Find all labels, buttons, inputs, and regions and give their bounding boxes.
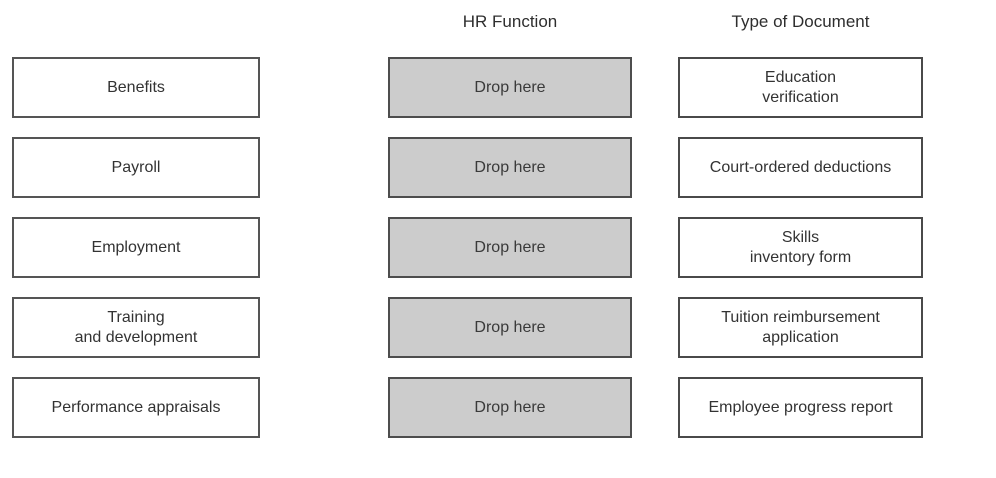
document-item-tuition-reimbursement-application: Tuition reimbursement application xyxy=(678,297,923,358)
column-header-hr-function: HR Function xyxy=(462,12,558,31)
document-item-skills-inventory-form: Skills inventory form xyxy=(678,217,923,278)
drop-zone-3[interactable]: Drop here xyxy=(388,217,632,278)
source-items-column: Benefits Payroll Employment Training and… xyxy=(12,57,260,438)
source-item-training-and-development[interactable]: Training and development xyxy=(12,297,260,358)
document-item-education-verification: Education verification xyxy=(678,57,923,118)
column-header-type-of-document: Type of Document xyxy=(731,12,870,31)
document-item-employee-progress-report: Employee progress report xyxy=(678,377,923,438)
drop-zone-4[interactable]: Drop here xyxy=(388,297,632,358)
drop-zone-1[interactable]: Drop here xyxy=(388,57,632,118)
document-item-court-ordered-deductions: Court-ordered deductions xyxy=(678,137,923,198)
source-item-performance-appraisals[interactable]: Performance appraisals xyxy=(12,377,260,438)
source-item-payroll[interactable]: Payroll xyxy=(12,137,260,198)
source-item-benefits[interactable]: Benefits xyxy=(12,57,260,118)
drop-targets-column: Drop here Drop here Drop here Drop here … xyxy=(388,57,632,438)
document-items-column: Education verification Court-ordered ded… xyxy=(678,57,923,438)
drop-zone-5[interactable]: Drop here xyxy=(388,377,632,438)
drop-zone-2[interactable]: Drop here xyxy=(388,137,632,198)
source-item-employment[interactable]: Employment xyxy=(12,217,260,278)
